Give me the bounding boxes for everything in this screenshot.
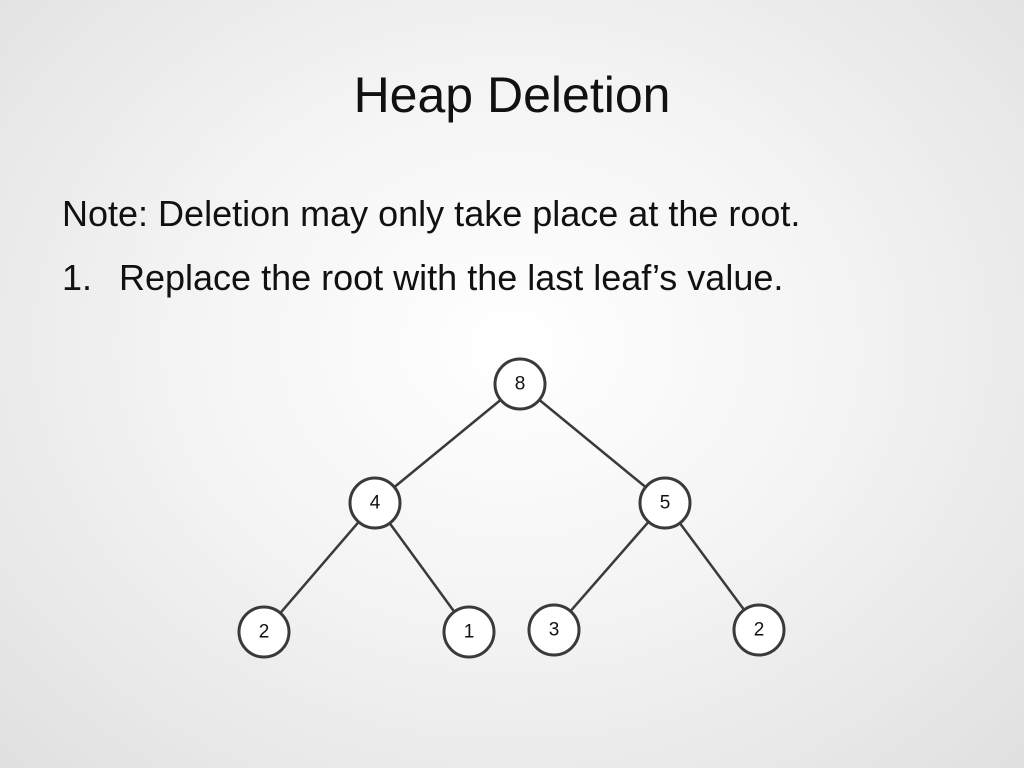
tree-node-circle <box>348 476 402 530</box>
tree-edge <box>538 398 647 489</box>
tree-node-circle <box>493 357 547 411</box>
tree-edge <box>678 522 746 611</box>
tree-node-circle <box>237 605 291 659</box>
tree-node-value: 8 <box>515 374 526 395</box>
tree-node-value: 2 <box>754 620 765 641</box>
slide-title: Heap Deletion <box>353 67 671 123</box>
slide-body: Note: Deletion may only take place at th… <box>62 190 982 318</box>
tree-node-value: 5 <box>660 493 671 514</box>
tree-edge <box>388 522 456 613</box>
tree-node-value: 4 <box>370 493 381 514</box>
tree-edge <box>569 521 650 612</box>
tree-node-circle <box>442 605 496 659</box>
tree-node-value: 3 <box>549 620 560 641</box>
step-number: 1. <box>62 257 93 298</box>
tree-node-circle <box>527 603 581 657</box>
tree-node: 1 <box>442 605 496 659</box>
tree-edge <box>279 521 360 614</box>
tree-node: 2 <box>732 603 786 657</box>
step-text: Replace the root with the last leaf’s va… <box>119 257 784 298</box>
tree-node: 2 <box>237 605 291 659</box>
tree-node: 3 <box>527 603 581 657</box>
tree-node: 5 <box>638 476 692 530</box>
tree-edges <box>279 398 746 614</box>
note-text: Note: Deletion may only take place at th… <box>62 193 801 234</box>
tree-node: 8 <box>493 357 547 411</box>
step-item: 1. Replace the root with the last leaf’s … <box>62 254 982 302</box>
tree-edge <box>393 398 502 489</box>
tree-node-circle <box>732 603 786 657</box>
tree-node-value: 2 <box>259 622 270 643</box>
tree-node-circle <box>638 476 692 530</box>
tree-node-value: 1 <box>464 622 475 643</box>
tree-nodes: 8 4 5 2 1 3 2 <box>237 357 786 659</box>
tree-node: 4 <box>348 476 402 530</box>
